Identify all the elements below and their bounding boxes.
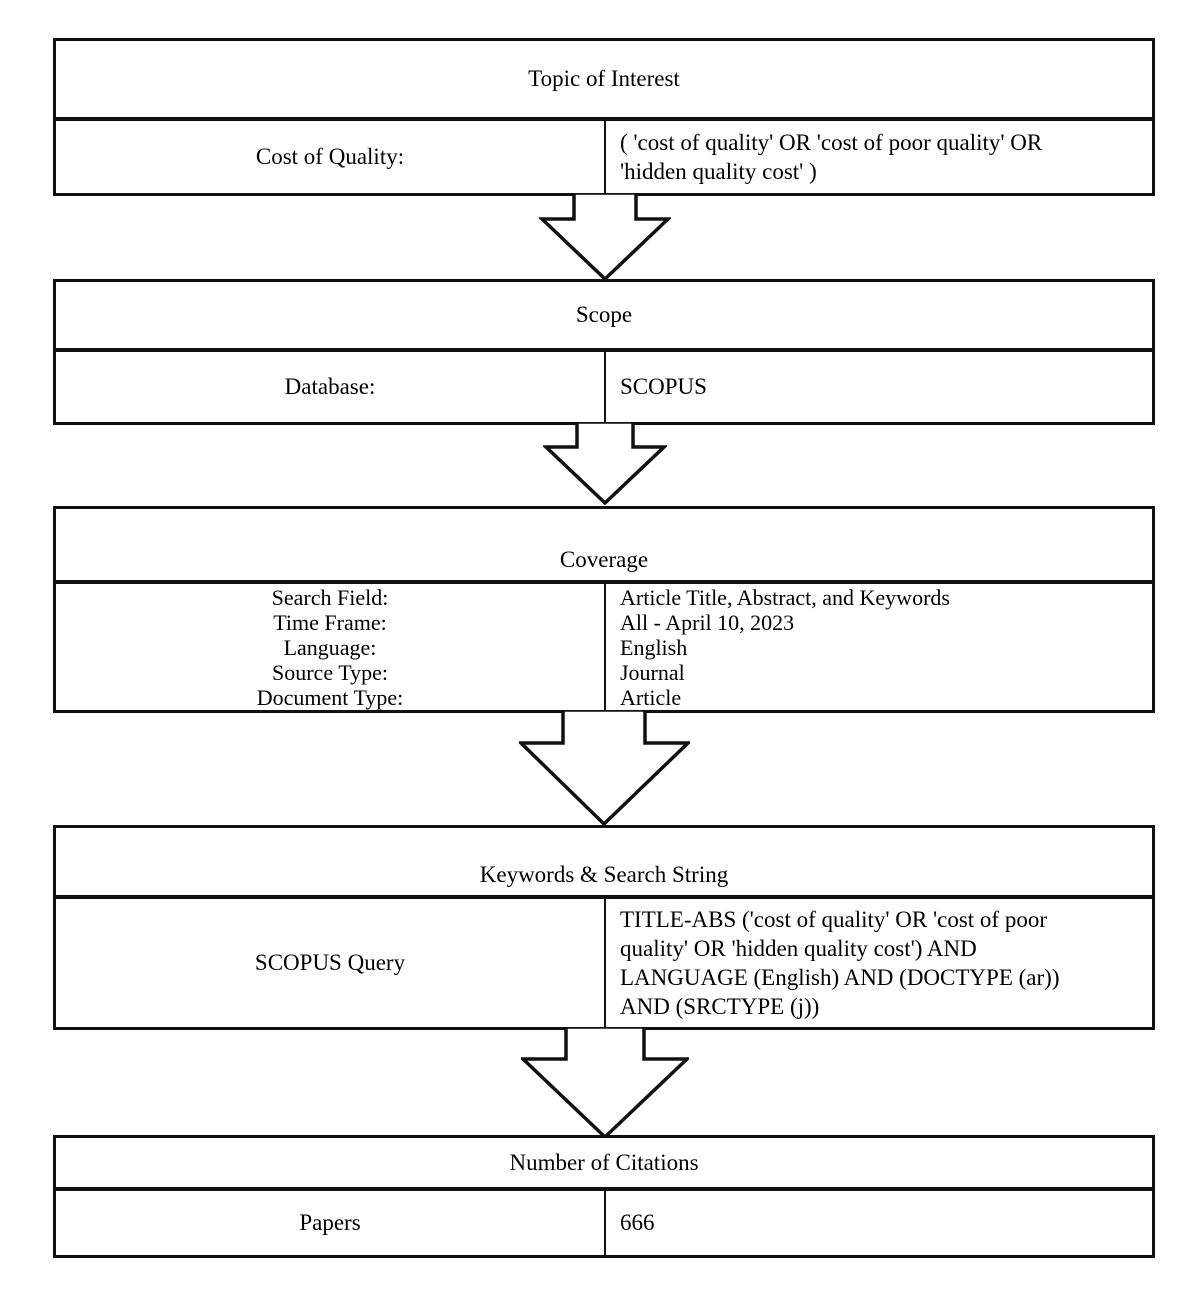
coverage-value-search-field: Article Title, Abstract, and Keywords	[620, 585, 950, 610]
down-arrow-icon-4	[521, 1027, 689, 1139]
down-arrow-icon-3	[519, 710, 690, 826]
citations-row-label: Papers	[299, 1210, 361, 1235]
citations-row-value: 666	[620, 1210, 655, 1235]
box-citations-body: Papers 666	[56, 1191, 1152, 1255]
box-keywords-body: SCOPUS Query TITLE-ABS ('cost of quality…	[56, 899, 1152, 1027]
topic-value-cell: ( 'cost of quality' OR 'cost of poor qua…	[604, 121, 1152, 193]
scope-label-cell: Database:	[56, 352, 604, 422]
box-coverage-title: Coverage	[559, 547, 649, 572]
coverage-value-cell: Article Title, Abstract, and Keywords Al…	[604, 584, 1152, 710]
keywords-row-value: TITLE-ABS ('cost of quality' OR 'cost of…	[620, 907, 1060, 1019]
citations-label-cell: Papers	[56, 1191, 604, 1255]
coverage-label-source-type: Source Type:	[272, 660, 388, 685]
coverage-label-language: Language:	[283, 635, 377, 660]
scope-row-label: Database:	[284, 374, 376, 399]
box-scope-body: Database: SCOPUS	[56, 352, 1152, 422]
box-scope-header: Scope	[56, 282, 1152, 352]
coverage-label-search-field: Search Field:	[271, 585, 389, 610]
box-scope: Scope Database: SCOPUS	[53, 279, 1155, 425]
scope-row-value: SCOPUS	[620, 374, 707, 399]
coverage-label-document-type: Document Type:	[256, 685, 404, 710]
topic-row-value: ( 'cost of quality' OR 'cost of poor qua…	[620, 130, 1043, 184]
coverage-value-time-frame: All - April 10, 2023	[620, 610, 795, 635]
box-coverage-body: Search Field: Time Frame: Language: Sour…	[56, 584, 1152, 710]
coverage-label-time-frame: Time Frame:	[273, 610, 387, 635]
box-topic-of-interest: Topic of Interest Cost of Quality: ( 'co…	[53, 38, 1155, 196]
box-coverage-header: Coverage	[56, 509, 1152, 584]
box-keywords-header: Keywords & Search String	[56, 828, 1152, 899]
box-topic-body: Cost of Quality: ( 'cost of quality' OR …	[56, 121, 1152, 193]
coverage-value-document-type: Article	[620, 685, 682, 710]
box-keywords-search-string: Keywords & Search String SCOPUS Query TI…	[53, 825, 1155, 1030]
box-citations-title: Number of Citations	[509, 1149, 699, 1175]
topic-row-label: Cost of Quality:	[255, 144, 405, 169]
coverage-label-cell: Search Field: Time Frame: Language: Sour…	[56, 584, 604, 710]
box-scope-title: Scope	[575, 302, 633, 327]
topic-label-cell: Cost of Quality:	[56, 121, 604, 193]
box-citations-header: Number of Citations	[56, 1138, 1152, 1191]
down-arrow-icon-1	[539, 193, 671, 281]
box-number-of-citations: Number of Citations Papers 666	[53, 1135, 1155, 1258]
scope-value-cell: SCOPUS	[604, 352, 1152, 422]
coverage-value-source-type: Journal	[620, 660, 685, 685]
keywords-row-label: SCOPUS Query	[254, 950, 406, 975]
keywords-label-cell: SCOPUS Query	[56, 899, 604, 1027]
box-topic-header: Topic of Interest	[56, 41, 1152, 121]
citations-value-cell: 666	[604, 1191, 1152, 1255]
down-arrow-icon-2	[543, 422, 667, 505]
coverage-value-language: English	[620, 635, 688, 660]
box-coverage: Coverage Search Field: Time Frame: Langu…	[53, 506, 1155, 713]
box-topic-title: Topic of Interest	[528, 66, 680, 91]
keywords-value-cell: TITLE-ABS ('cost of quality' OR 'cost of…	[604, 899, 1152, 1027]
box-keywords-title: Keywords & Search String	[479, 862, 729, 887]
